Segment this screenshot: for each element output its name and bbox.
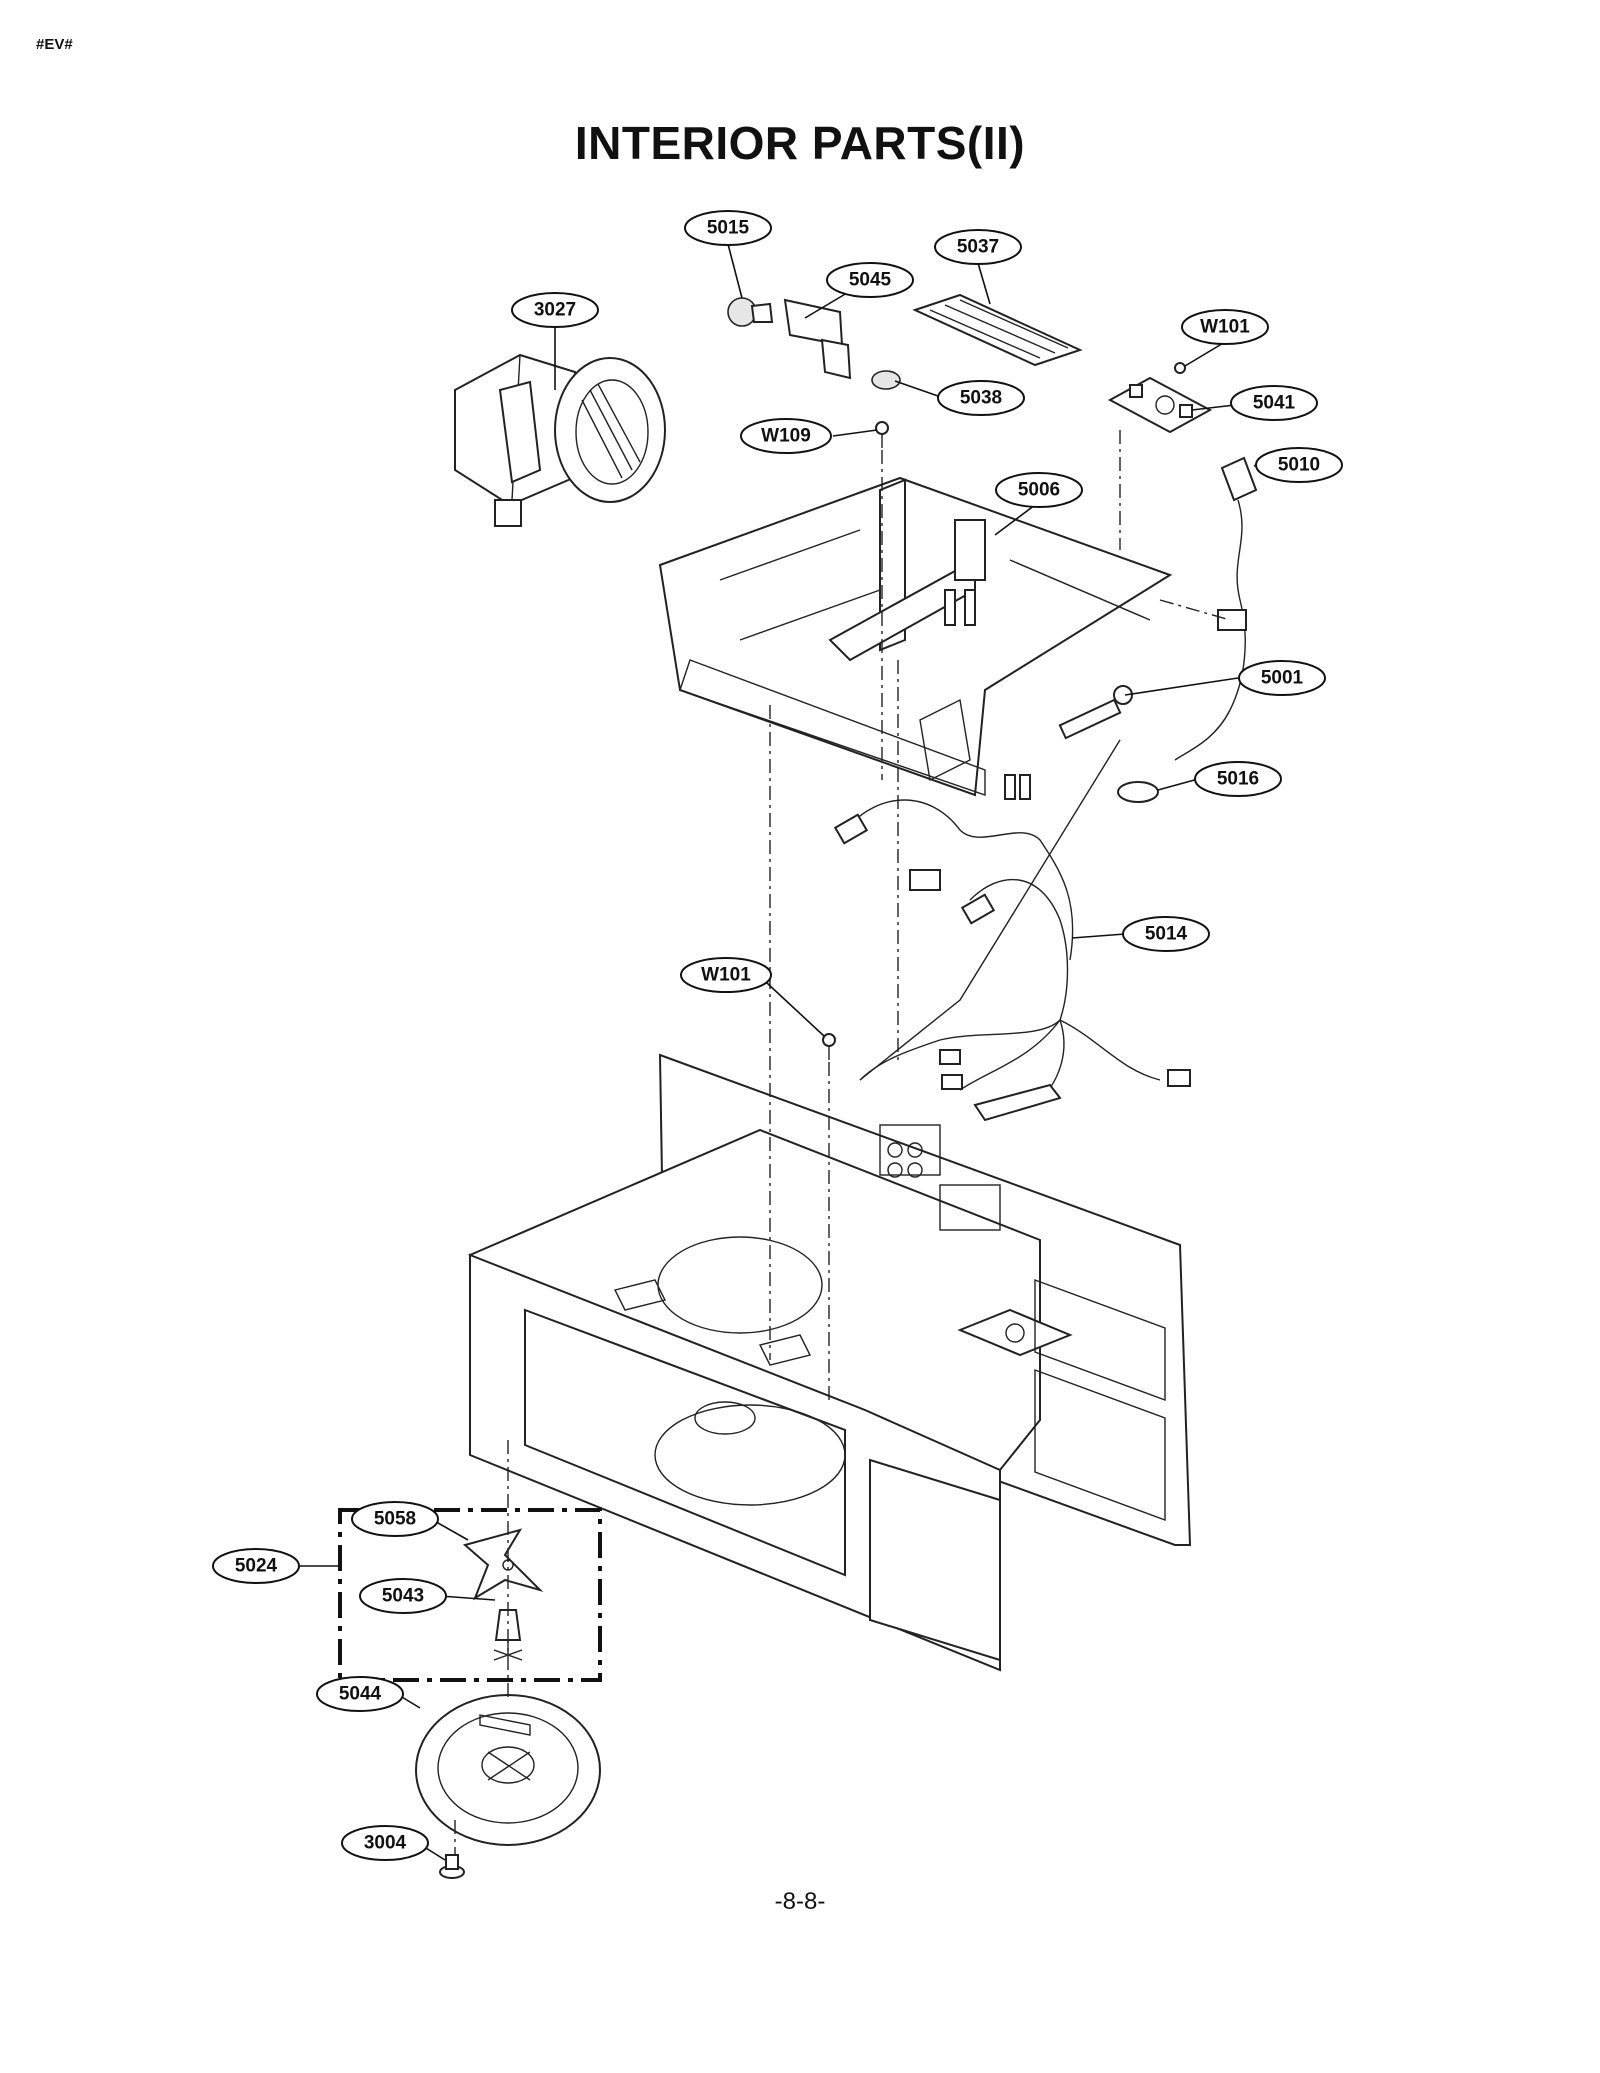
callout-w101-mid: W101	[680, 957, 772, 993]
stirrer-shaft-5043	[493, 1609, 523, 1661]
grease-filter-5037	[912, 293, 1083, 367]
callout-5038: 5038	[937, 380, 1025, 416]
callout-5058: 5058	[351, 1501, 439, 1537]
callout-text: 5058	[374, 1509, 416, 1530]
stirrer-cover-5044	[415, 1694, 601, 1846]
callout-5010: 5010	[1255, 447, 1343, 483]
stirrer-kit-box	[338, 1508, 602, 1682]
callout-5041: 5041	[1230, 385, 1318, 421]
callout-5045: 5045	[826, 262, 914, 298]
thermal-cutout-5016	[1117, 781, 1159, 803]
pcb-noise-filter-5041	[1107, 376, 1213, 434]
callout-text: 5043	[382, 1586, 424, 1607]
screw-w109	[875, 421, 889, 448]
callout-text: 3004	[364, 1833, 407, 1854]
callout-text: 5010	[1278, 455, 1320, 476]
page-title: INTERIOR PARTS(II)	[574, 117, 1026, 169]
callout-text: 5045	[849, 270, 892, 291]
oven-cavity-chassis	[467, 1053, 1192, 1672]
stirrer-blade-5058	[462, 1528, 544, 1601]
assembly-lines	[454, 430, 1231, 1855]
callout-5014: 5014	[1122, 916, 1210, 952]
callout-text: 3027	[534, 300, 576, 321]
callout-3004: 3004	[341, 1825, 429, 1861]
callout-text: 5015	[707, 218, 750, 239]
callout-5024: 5024	[212, 1548, 300, 1584]
callout-text: 5024	[235, 1556, 278, 1577]
callout-text: W101	[701, 965, 751, 986]
callout-5015: 5015	[684, 210, 772, 246]
callout-text: 5014	[1145, 924, 1188, 945]
callout-text: 5044	[339, 1684, 382, 1705]
screw-w101-upper	[1174, 362, 1186, 374]
callout-w109: W109	[740, 418, 832, 454]
air-guide-bracket-5006	[658, 476, 1173, 797]
fuse-5001	[1058, 685, 1133, 740]
callout-5016: 5016	[1194, 761, 1282, 797]
callout-5001: 5001	[1238, 660, 1326, 696]
wire-harness-5014	[833, 739, 1191, 1122]
page-number: -8-8-	[774, 1888, 826, 1915]
callout-5006: 5006	[995, 472, 1083, 508]
callout-5044: 5044	[316, 1676, 404, 1712]
corner-tag: #EV#	[36, 36, 73, 53]
callout-text: 5006	[1018, 480, 1060, 501]
coupler-3004	[439, 1854, 465, 1879]
callout-3027: 3027	[511, 292, 599, 328]
callout-5037: 5037	[934, 229, 1022, 265]
lamp-and-socket	[727, 297, 901, 390]
fan-motor-assembly	[454, 353, 666, 527]
callout-w101-top: W101	[1181, 309, 1269, 345]
callout-5043: 5043	[359, 1578, 447, 1614]
callout-text: 5016	[1217, 769, 1259, 790]
callout-text: 5001	[1261, 668, 1304, 689]
callout-text: W101	[1200, 317, 1250, 338]
callout-text: 5037	[957, 237, 999, 258]
callout-text: 5041	[1253, 393, 1296, 414]
power-cord-5010	[1174, 456, 1258, 761]
callout-text: W109	[761, 426, 811, 447]
callout-text: 5038	[960, 388, 1002, 409]
leader-lines	[300, 243, 1257, 1861]
screw-w101-lower	[822, 1033, 836, 1060]
